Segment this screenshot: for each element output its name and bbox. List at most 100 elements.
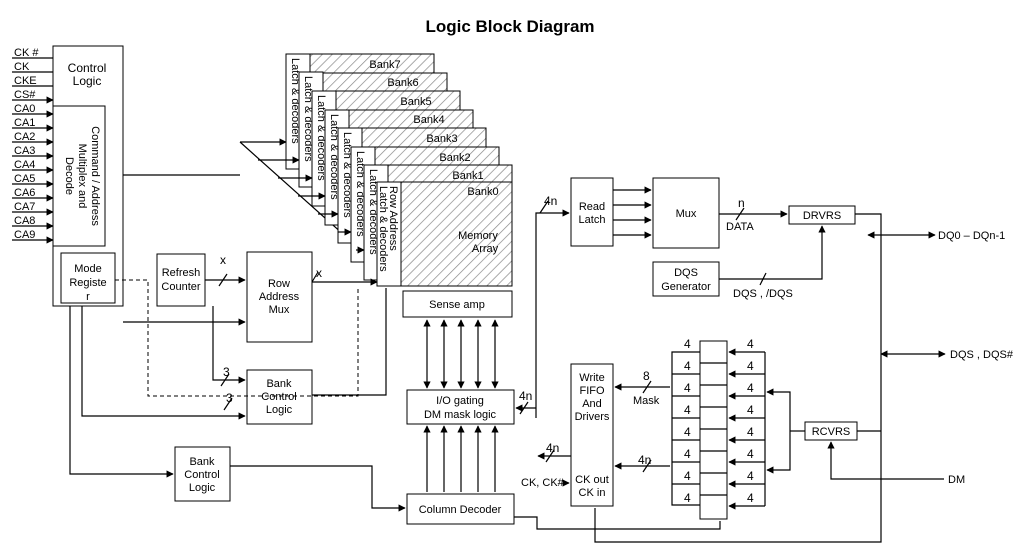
mode-register-label: Mode: [74, 263, 102, 275]
memory-array-label: Memory: [458, 230, 498, 242]
ck-out-in-label: CK out: [575, 474, 609, 486]
pin-label: CA5: [14, 173, 35, 185]
sense-io-bus: [423, 319, 499, 389]
bank-control-lower-label: Control: [184, 469, 219, 481]
bus-width-4n-io: 4n: [519, 389, 532, 403]
svg-text:4: 4: [684, 469, 691, 483]
svg-text:4: 4: [684, 381, 691, 395]
io-gating-label: I/O gating: [436, 395, 484, 407]
input-pins: CK # CK CKE CS# CA0 CA1 CA2 CA3 CA4 CA5 …: [12, 47, 53, 244]
mode-register-box: [60, 252, 116, 304]
pin-label: CA4: [14, 159, 35, 171]
bank-2-label: Bank2: [439, 152, 470, 164]
svg-text:4: 4: [684, 403, 691, 417]
column-decoder-label: Column Decoder: [419, 504, 502, 516]
dqs-pair-label: DQS , /DQS: [733, 288, 793, 300]
row-address-mux-label: Mux: [269, 304, 290, 316]
bank-6-label: Bank6: [387, 77, 418, 89]
memory-array-label: Array: [472, 243, 499, 255]
svg-text:Multiplex and: Multiplex and: [76, 144, 88, 209]
refresh-counter-box: [156, 253, 206, 307]
sense-amp-label: Sense amp: [429, 299, 485, 311]
svg-text:4: 4: [684, 447, 691, 461]
read-latch-box: [570, 177, 614, 247]
svg-text:Latch & decoders: Latch & decoders: [367, 169, 379, 255]
data-label: DATA: [726, 221, 754, 233]
svg-text:4: 4: [684, 359, 691, 373]
bank-7-label: Bank7: [369, 59, 400, 71]
svg-text:Latch & decoders: Latch & decoders: [289, 58, 301, 144]
mask-label: Mask: [633, 395, 660, 407]
read-latch-label: Read: [579, 201, 605, 213]
drvrs-box: [788, 205, 856, 225]
svg-text:4: 4: [747, 359, 754, 373]
pin-label: CA8: [14, 215, 35, 227]
svg-text:4: 4: [747, 447, 754, 461]
row-address-mux-label: Row: [268, 278, 290, 290]
bank-4-label: Bank4: [413, 114, 444, 126]
bus-width-4n-write: 4n: [638, 453, 651, 467]
bank-control-upper-label: Control: [261, 391, 296, 403]
mode-register-label: Registe: [69, 277, 106, 289]
write-fifo-label: And: [582, 398, 602, 410]
refresh-counter-label: Counter: [161, 281, 200, 293]
write-fifo-label: Drivers: [575, 411, 610, 423]
svg-text:Latch & decoders: Latch & decoders: [302, 76, 314, 162]
svg-text:Row Address: Row Address: [387, 186, 399, 251]
bus-width-4n-fifo: 4n: [546, 441, 559, 455]
svg-text:Latch & decoders: Latch & decoders: [328, 114, 340, 200]
control-logic-label: Logic: [73, 74, 102, 88]
io-gating-label: DM mask logic: [424, 409, 497, 421]
bus-width-3-a: 3: [223, 365, 230, 379]
bank-control-lower-box: [174, 446, 231, 502]
left-4bit-arrows: 4 4 4 4 4 4 4 4: [671, 337, 700, 506]
pin-label: CK: [14, 61, 30, 73]
command-decode-text: Command / Address Multiplex and Decode: [63, 126, 101, 226]
command-decode-box: [52, 105, 106, 247]
right-4bit-arrows: 4 4 4 4 4 4 4 4: [728, 337, 791, 510]
dqs-generator-box: [652, 261, 720, 297]
bus-width-8-mask: 8: [643, 369, 650, 383]
write-fifo-label: Write: [579, 372, 604, 384]
dq-label: DQ0 – DQn-1: [938, 230, 1005, 242]
mode-register-label: r: [86, 291, 90, 303]
ck-out-in-label: CK in: [579, 487, 606, 499]
svg-text:4: 4: [747, 337, 754, 351]
pin-label: CA7: [14, 201, 35, 213]
column-decoder-box: [406, 493, 515, 525]
svg-text:4: 4: [747, 469, 754, 483]
pin-label: CK #: [14, 47, 39, 59]
pin-label: CA2: [14, 131, 35, 143]
drvrs-label: DRVRS: [803, 210, 841, 222]
bank-control-lower-label: Logic: [189, 482, 216, 494]
control-logic-label: Control: [68, 61, 107, 75]
bus-width-3-b: 3: [226, 391, 233, 405]
svg-text:Command / Address: Command / Address: [89, 126, 101, 226]
bank-5-label: Bank5: [400, 96, 431, 108]
pin-label: CA0: [14, 103, 35, 115]
row-address-mux-box: [246, 251, 313, 343]
bank-0: [400, 181, 513, 287]
dqs-generator-label: Generator: [661, 281, 711, 293]
svg-text:4: 4: [747, 381, 754, 395]
diagram-title: Logic Block Diagram: [425, 17, 594, 36]
svg-text:4: 4: [684, 491, 691, 505]
mux-label: Mux: [676, 208, 697, 220]
bank-0-label: Bank0: [467, 186, 498, 198]
dqs-generator-label: DQS: [674, 267, 698, 279]
svg-text:Latch & decoders: Latch & decoders: [354, 151, 366, 237]
pin-label: CA9: [14, 229, 35, 241]
bus-width-x-refresh: x: [220, 253, 226, 267]
row-address-mux-label: Address: [259, 291, 300, 303]
bank-control-upper-box: [246, 369, 313, 425]
column-io-bus: [423, 425, 499, 492]
sense-amp-box: [402, 290, 513, 318]
svg-text:Latch & decoders: Latch & decoders: [341, 132, 353, 218]
pin-label: CA3: [14, 145, 35, 157]
svg-text:4: 4: [684, 425, 691, 439]
dqs-label: DQS , DQS#: [950, 349, 1014, 361]
svg-text:4: 4: [747, 425, 754, 439]
refresh-counter-label: Refresh: [162, 267, 201, 279]
pin-label: CS#: [14, 89, 36, 101]
